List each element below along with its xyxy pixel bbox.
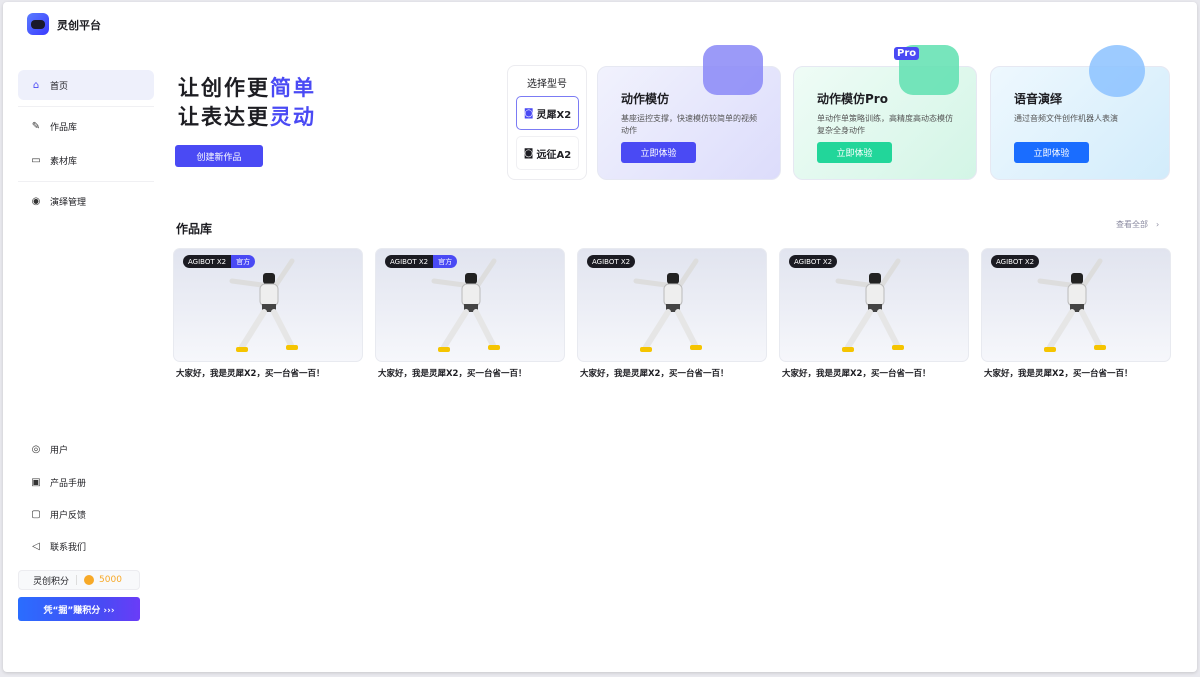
feature-title: 动作模仿 <box>621 92 670 106</box>
model-option-x2[interactable]: ◙灵犀X2 <box>516 96 579 130</box>
gallery-caption: 大家好，我是灵犀X2，买一台省一百！ <box>580 369 729 379</box>
try-now-button[interactable]: 立即体验 <box>1014 142 1089 163</box>
gallery-caption: 大家好，我是灵犀X2，买一台省一百！ <box>984 369 1133 379</box>
feature-card-motion-imitation[interactable]: 动作模仿 基座运控支撑，快速模仿较简单的视频动作 立即体验 <box>597 45 781 180</box>
official-badge: 官方 <box>231 255 256 268</box>
robot-video-icon <box>703 45 763 95</box>
sidebar-item-home[interactable]: ⌂ 首页 <box>18 70 154 100</box>
view-all-link[interactable]: 查看全部› <box>1116 220 1160 229</box>
feature-card-motion-imitation-pro[interactable]: Pro 动作模仿Pro 单动作单策略训练，高精度高动态模仿复杂全身动作 立即体验 <box>793 45 977 180</box>
sidebar-item-label: 演绎管理 <box>50 197 87 208</box>
model-option-a2[interactable]: ◙远征A2 <box>516 136 579 170</box>
sidebar-item-label: 素材库 <box>50 156 78 167</box>
points-display: 灵创积分 5000 <box>18 570 140 590</box>
points-value: 5000 <box>99 575 122 585</box>
book-icon: ▣ <box>31 476 41 488</box>
feature-title: 动作模仿Pro <box>817 92 888 106</box>
chevron-right-icon: › <box>1156 220 1160 229</box>
feature-card-voice-performance[interactable]: 语音演绎 通过音频文件创作机器人表演 立即体验 <box>990 45 1170 180</box>
model-badge: AGIBOT X2 <box>587 255 636 268</box>
sidebar-item-works[interactable]: ✎ 作品库 <box>18 111 154 141</box>
robot-icon: ◙ <box>523 107 534 119</box>
brush-icon: ✎ <box>31 120 41 132</box>
coin-icon <box>84 575 95 585</box>
sidebar-item-label: 用户反馈 <box>50 510 87 521</box>
app-window: 灵创平台 ⌂ 首页 ✎ 作品库 ▭ 素材库 ◉ 演绎管理 ◎ 用户 ▣ 产品手册 ▢ 用户反馈… <box>3 2 1197 672</box>
sidebar-item-label: 首页 <box>50 81 69 92</box>
pro-badge: Pro <box>894 47 920 60</box>
divider <box>18 181 154 182</box>
gallery-caption: 大家好，我是灵犀X2，买一台省一百！ <box>378 369 527 379</box>
earn-points-button[interactable]: 凭“掘”赚积分 ››› <box>18 597 140 621</box>
app-title: 灵创平台 <box>57 19 101 32</box>
send-icon: ◁ <box>32 540 40 552</box>
gallery-card[interactable]: AGIBOT X2 <box>779 248 969 362</box>
sidebar-item-performance[interactable]: ◉ 演绎管理 <box>18 186 154 216</box>
feedback-icon: ▢ <box>31 508 41 520</box>
gallery-title: 作品库 <box>176 222 213 236</box>
official-badge: 官方 <box>433 255 458 268</box>
hero-line-1: 让创作更简单 <box>178 76 316 100</box>
voice-music-icon <box>1089 45 1145 97</box>
gallery-caption: 大家好，我是灵犀X2，买一台省一百！ <box>176 369 325 379</box>
model-badge: AGIBOT X2 <box>991 255 1040 268</box>
robot-icon: ◉ <box>31 195 41 207</box>
create-work-button[interactable]: 创建新作品 <box>175 145 263 167</box>
points-label: 灵创积分 <box>33 576 70 587</box>
feature-desc: 基座运控支撑，快速模仿较简单的视频动作 <box>621 114 757 135</box>
sidebar-item-label: 用户 <box>50 445 69 456</box>
feature-desc: 单动作单策略训练，高精度高动态模仿复杂全身动作 <box>817 114 953 135</box>
robot-icon: ◙ <box>523 147 534 159</box>
home-icon: ⌂ <box>32 79 40 91</box>
sidebar-item-manual[interactable]: ▣ 产品手册 <box>18 467 154 497</box>
hero-line-2: 让表达更灵动 <box>178 105 316 129</box>
gallery-caption: 大家好，我是灵犀X2，买一台省一百！ <box>782 369 931 379</box>
model-badge: AGIBOT X2 <box>789 255 838 268</box>
sidebar-item-label: 作品库 <box>50 122 78 133</box>
sidebar-item-user[interactable]: ◎ 用户 <box>18 434 154 464</box>
sidebar-item-label: 联系我们 <box>50 542 87 553</box>
sidebar-item-contact[interactable]: ◁ 联系我们 <box>18 531 154 561</box>
sidebar-item-materials[interactable]: ▭ 素材库 <box>18 145 154 175</box>
try-now-button[interactable]: 立即体验 <box>621 142 696 163</box>
feature-desc: 通过音频文件创作机器人表演 <box>1014 114 1118 123</box>
app-logo <box>27 13 49 35</box>
model-selector: 选择型号 ◙灵犀X2 ◙远征A2 <box>507 65 587 180</box>
try-now-button[interactable]: 立即体验 <box>817 142 892 163</box>
gallery-card[interactable]: AGIBOT X2 <box>981 248 1171 362</box>
divider <box>18 106 154 107</box>
folder-icon: ▭ <box>31 154 41 166</box>
gallery-card[interactable]: AGIBOT X2 <box>577 248 767 362</box>
model-selector-title: 选择型号 <box>527 79 567 90</box>
user-icon: ◎ <box>31 443 41 455</box>
feature-title: 语音演绎 <box>1014 92 1063 106</box>
sidebar-item-feedback[interactable]: ▢ 用户反馈 <box>18 499 154 529</box>
sidebar-item-label: 产品手册 <box>50 478 87 489</box>
